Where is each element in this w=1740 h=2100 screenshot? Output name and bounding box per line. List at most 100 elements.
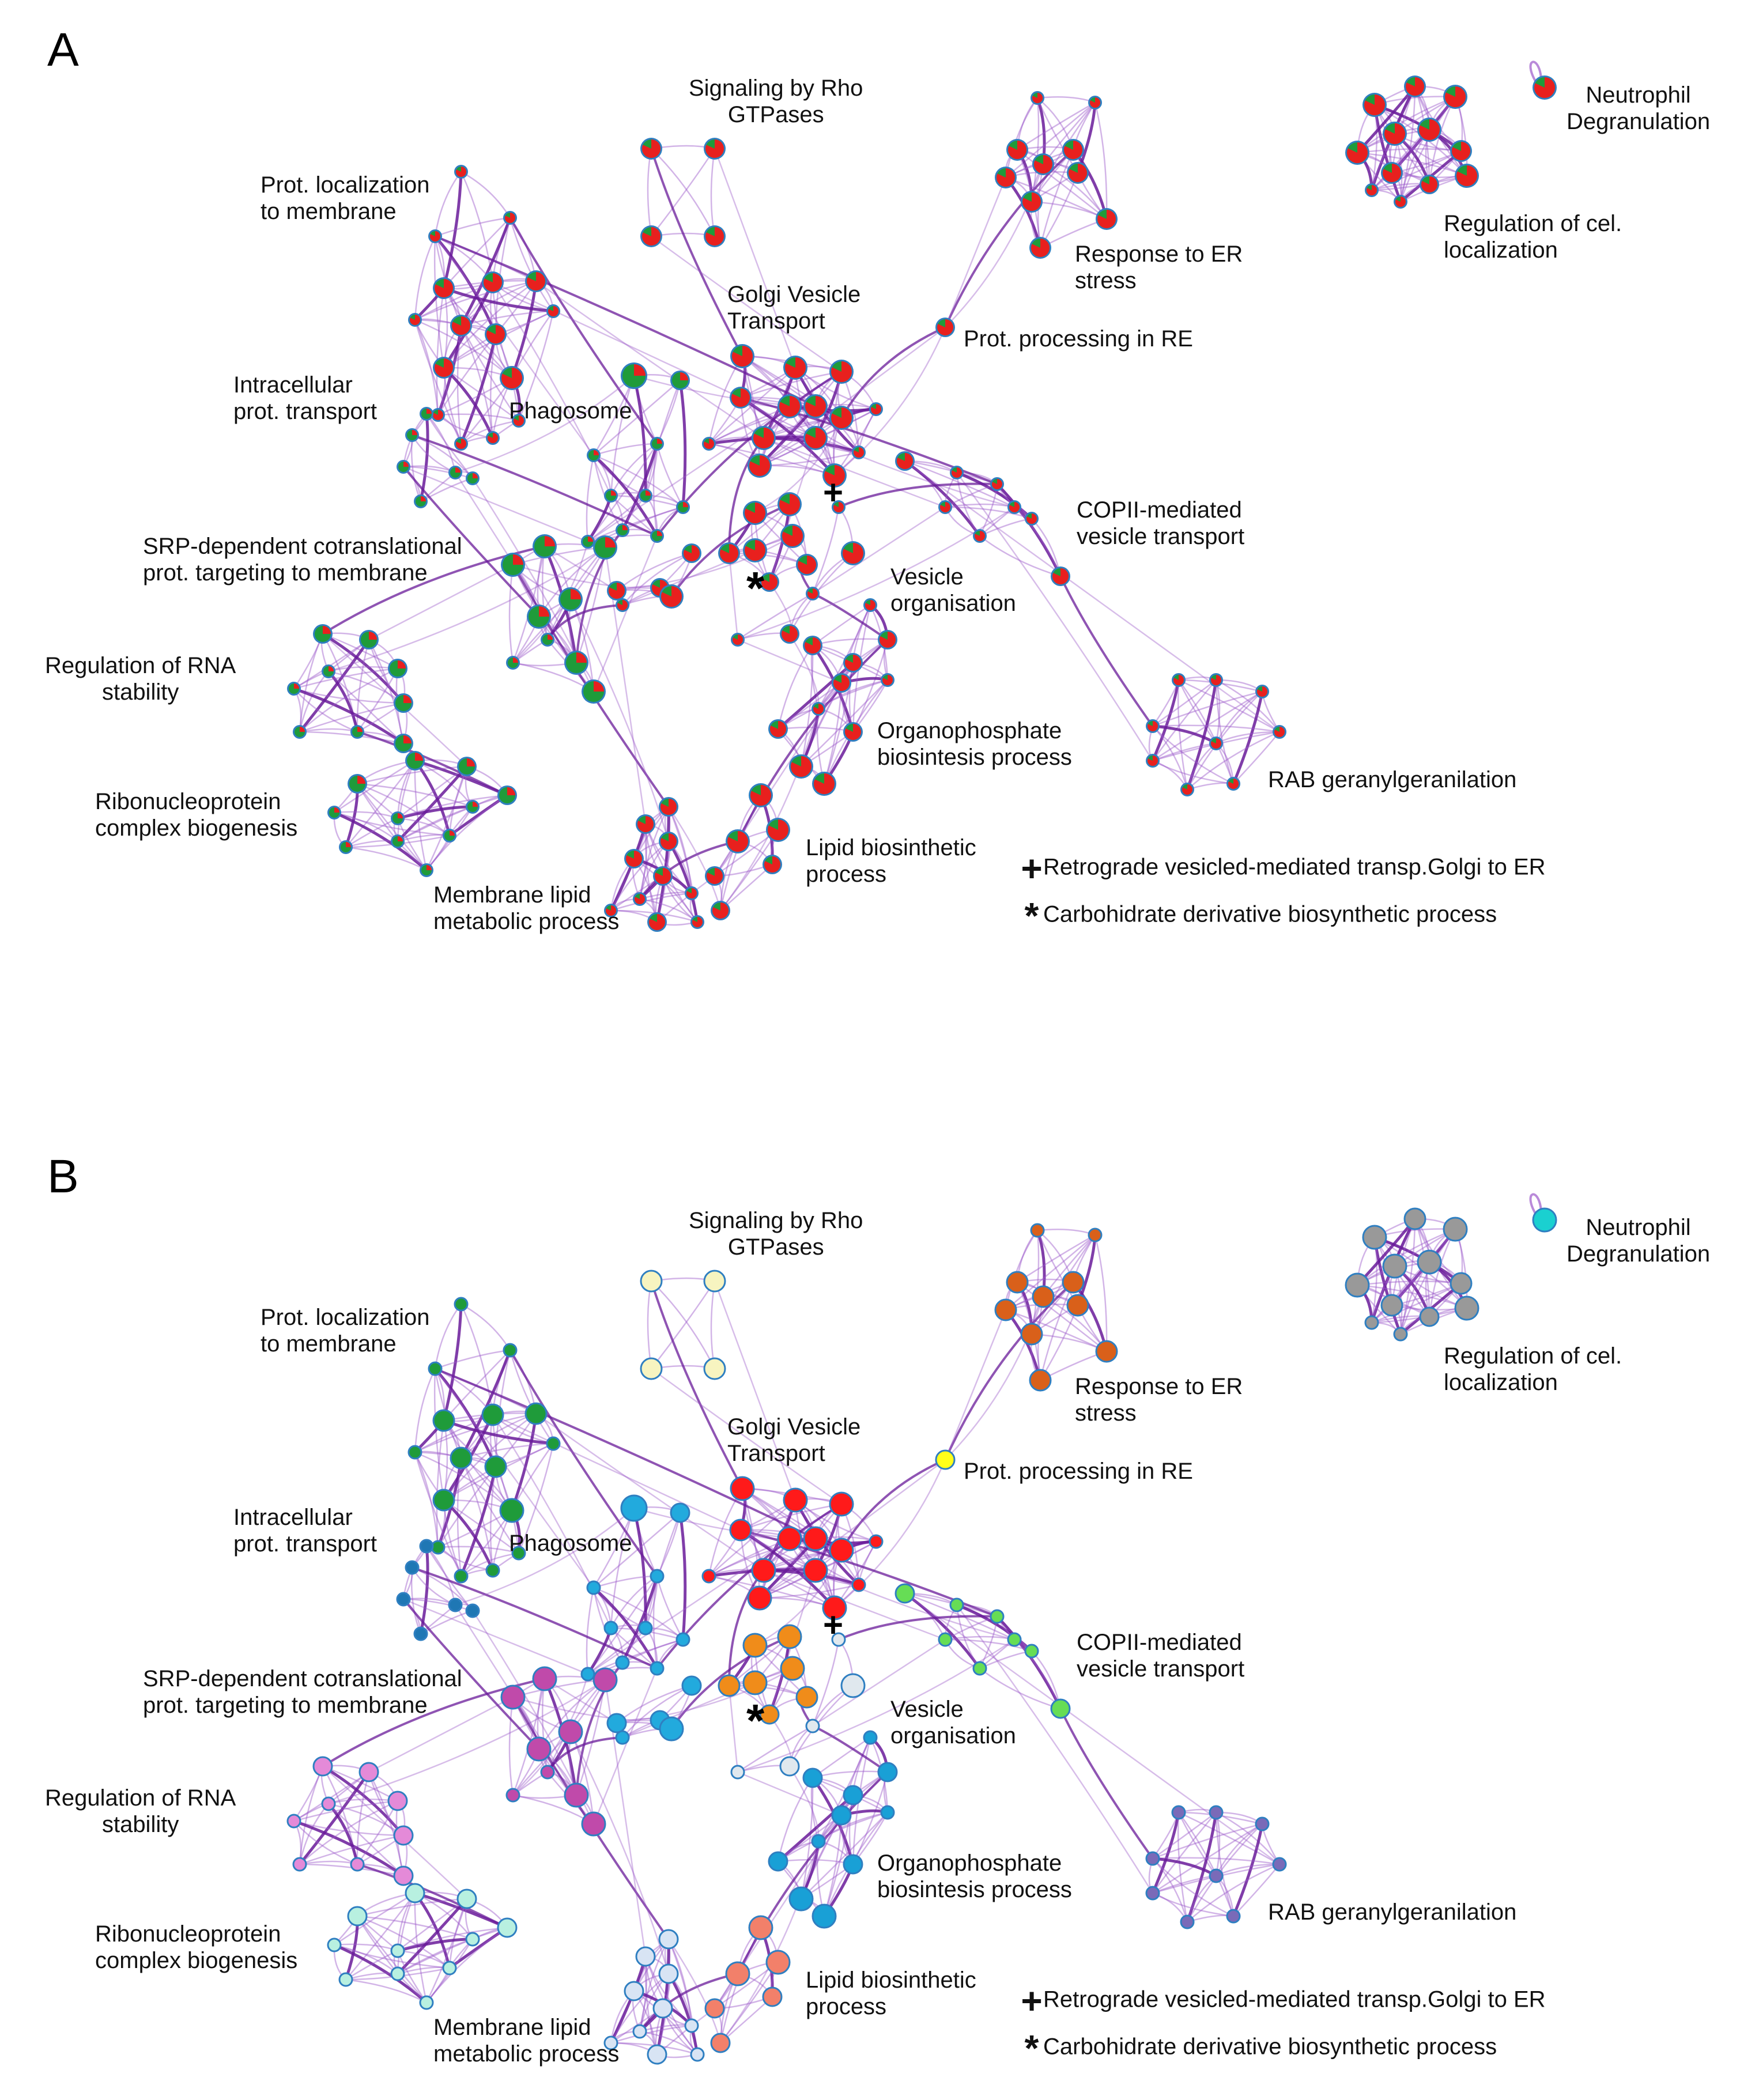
edge	[904, 1592, 982, 1670]
node-intracellular	[448, 466, 462, 479]
node-response-er	[1006, 139, 1028, 161]
edge	[328, 1803, 404, 1876]
cluster-label-copii: COPII-mediated vesicle transport	[1077, 497, 1245, 549]
node-response-er	[1067, 162, 1089, 184]
edge	[455, 1508, 635, 1606]
edge	[356, 639, 370, 732]
edge	[512, 546, 546, 663]
pie-red	[1445, 86, 1466, 107]
pie-red	[692, 917, 703, 928]
edge	[737, 592, 813, 641]
edge	[610, 2025, 692, 2044]
edge	[328, 1679, 606, 1805]
edge	[616, 1667, 793, 1724]
edge	[397, 1938, 473, 1975]
cluster-label-neutrophil: Neutrophil Degranulation	[1567, 82, 1711, 134]
cluster-label-reg-cel-loc: Regulation of cel. localization	[1444, 1343, 1622, 1395]
pie-red	[1147, 756, 1158, 766]
node-srp	[593, 535, 617, 560]
cluster-label-prot-localization: Prot. localization to membrane	[261, 172, 430, 224]
node-organophosphate	[788, 1886, 814, 1912]
edge	[1094, 102, 1108, 220]
node-vesicle-org	[730, 1765, 745, 1780]
cluster-label-phagosome: Phagosome	[509, 1531, 632, 1556]
pie-red	[833, 502, 844, 513]
node-rab	[1209, 736, 1223, 750]
edge	[651, 148, 716, 237]
edge	[759, 1459, 946, 1599]
edge	[414, 1452, 462, 1577]
edge	[834, 327, 946, 476]
pie-red	[634, 364, 646, 376]
node-prot-localization	[546, 304, 560, 318]
node-ribonucleoprotein	[442, 1961, 457, 1976]
node-rab	[1171, 1805, 1186, 1820]
node-phagosome	[638, 1621, 653, 1636]
node-golgi	[803, 1526, 828, 1551]
pie-red	[611, 490, 616, 496]
node-prot-localization	[485, 1563, 500, 1578]
edge	[610, 1973, 669, 2044]
edge	[1232, 691, 1264, 784]
edge	[569, 1731, 670, 1974]
edge	[299, 1771, 371, 1865]
node-phagosome	[650, 1569, 665, 1584]
node-golgi	[783, 356, 807, 380]
edge	[435, 235, 816, 407]
pie-red	[456, 439, 466, 449]
node-golgi	[869, 1534, 884, 1549]
pie-red	[323, 626, 331, 634]
pie-red	[588, 537, 593, 542]
legend-text: Carbohidrate derivative biosynthetic pro…	[1043, 901, 1497, 927]
node-golgi	[822, 463, 847, 488]
node-membrane-lipid	[633, 892, 647, 906]
edge	[904, 1592, 1280, 1865]
pie-red	[649, 914, 665, 931]
edge	[425, 1898, 468, 2003]
node-copii	[1025, 512, 1039, 526]
node-prot-localization	[484, 1455, 507, 1478]
edge	[720, 708, 820, 911]
node-golgi	[851, 1577, 866, 1592]
pie-red	[430, 231, 441, 242]
edge	[763, 437, 946, 508]
edge	[812, 1639, 840, 1727]
node-lipid-bio	[704, 1998, 725, 2019]
pie-red	[334, 807, 339, 813]
edge	[956, 472, 1154, 761]
node-organophosphate	[812, 702, 825, 716]
pie-red	[805, 428, 826, 448]
pie-red	[455, 467, 461, 473]
node-lipid-bio	[749, 783, 773, 807]
node-prot-localization	[407, 1445, 422, 1460]
node-reg-cel-loc	[1417, 118, 1441, 142]
pie-red	[1069, 164, 1087, 182]
pie-red	[937, 319, 954, 335]
edge	[622, 1684, 692, 1738]
node-response-er	[1088, 1227, 1103, 1242]
edge	[651, 148, 716, 237]
node-membrane-lipid	[658, 1929, 679, 1950]
node-rna-stability	[350, 725, 364, 739]
node-srp	[564, 1782, 589, 1808]
edge	[512, 1696, 660, 1721]
edge	[546, 1736, 623, 1773]
edge	[509, 217, 658, 445]
edge	[1152, 1823, 1263, 1894]
edge	[815, 1569, 1015, 1641]
node-response-er	[1029, 1369, 1052, 1392]
node-membrane-lipid	[690, 2047, 705, 2062]
pie-red	[952, 467, 963, 478]
pie-red	[1026, 513, 1037, 524]
edge	[397, 794, 508, 843]
edge	[944, 177, 1007, 328]
edge	[443, 286, 554, 313]
pie-red	[545, 536, 555, 546]
pie-red	[1211, 738, 1221, 749]
cluster-label-rab: RAB geranylgeranilation	[1268, 767, 1517, 792]
plus-marker-icon: +	[1021, 848, 1043, 889]
edge	[403, 1598, 588, 1675]
node-organophosphate	[768, 1851, 788, 1872]
edge	[435, 1349, 511, 1370]
pie-red	[513, 554, 523, 565]
